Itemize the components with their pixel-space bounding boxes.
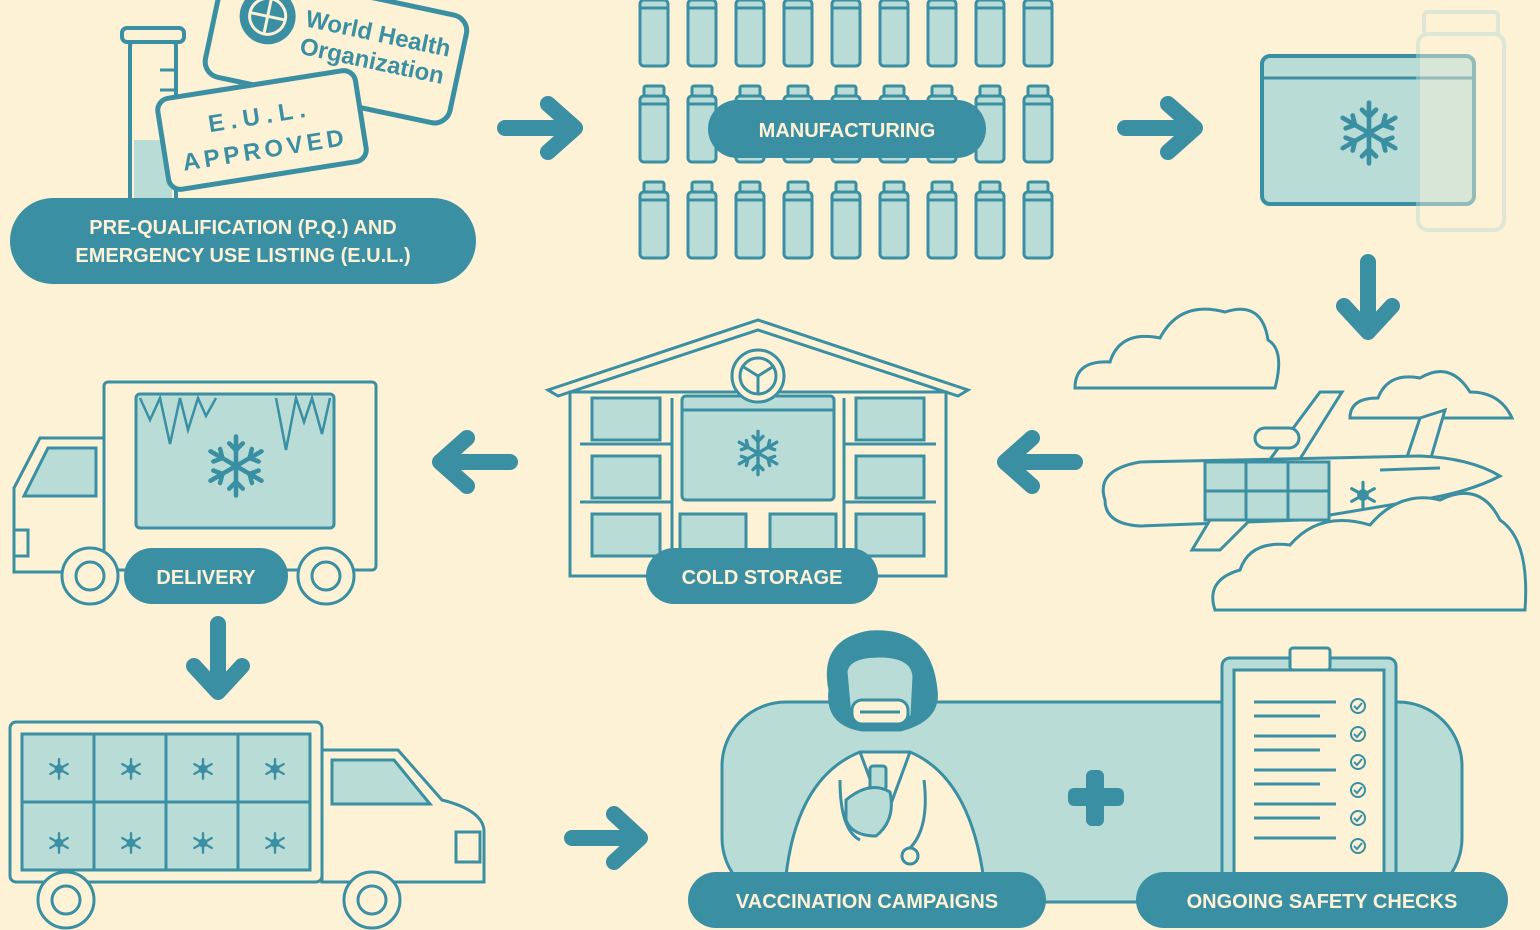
arrow-right-icon [564, 806, 648, 870]
arrow-left-icon [432, 430, 518, 494]
warehouse-icon [544, 318, 972, 578]
box-truck-icon [8, 720, 486, 930]
arrow-right-icon [497, 96, 583, 160]
delivery-step: DELIVERY [12, 380, 378, 606]
cold-storage-label: COLD STORAGE [682, 567, 843, 589]
prequalification-pill [10, 198, 476, 284]
eul-stamp: E.U.L. APPROVED [155, 68, 369, 192]
cargo-crates [1203, 460, 1331, 522]
airplane-icon [1101, 390, 1504, 552]
health-worker-icon [782, 630, 988, 902]
vaccination-label: VACCINATION CAMPAIGNS [736, 891, 998, 913]
cold-storage-pill [646, 548, 878, 604]
safety-pill [1136, 872, 1508, 928]
delivery-pill [124, 548, 288, 604]
manufacturing-pill [708, 100, 986, 158]
checklist-clipboard-icon [1220, 646, 1398, 892]
manufacturing-step: MANUFACTURING [638, 0, 1054, 260]
arrow-down-icon [1336, 254, 1400, 340]
manufacturing-label: MANUFACTURING [759, 120, 936, 142]
arrow-down-icon [186, 616, 250, 700]
prequalification-step: World Health Organization E.U.L. APPROVE… [10, 0, 476, 284]
vaccination-pill [688, 872, 1046, 928]
cloud-icon [1211, 491, 1528, 612]
cold-storage-step: COLD STORAGE [544, 318, 972, 604]
local-truck-step [8, 720, 486, 930]
checkmark-icons [1350, 698, 1366, 854]
arrow-right-icon [1117, 96, 1203, 160]
cloud-icon [1348, 370, 1515, 420]
cooler-box-step [1260, 10, 1506, 232]
arrow-left-icon [997, 430, 1083, 494]
prequalification-label-line2: EMERGENCY USE LISTING (E.U.L.) [75, 245, 410, 267]
who-stamp: World Health Organization [202, 0, 470, 126]
vial-icon [1416, 10, 1506, 232]
prequalification-label-line1: PRE-QUALIFICATION (P.Q.) AND [89, 217, 396, 239]
safety-label: ONGOING SAFETY CHECKS [1187, 891, 1458, 913]
medical-cross-icon [1068, 770, 1124, 826]
delivery-label: DELIVERY [156, 567, 256, 589]
cloud-icon [1073, 307, 1281, 390]
vaccination-safety-step: VACCINATION CAMPAIGNS ONGOING SAFETY CHE… [688, 630, 1508, 928]
air-transport-step [1073, 307, 1528, 612]
